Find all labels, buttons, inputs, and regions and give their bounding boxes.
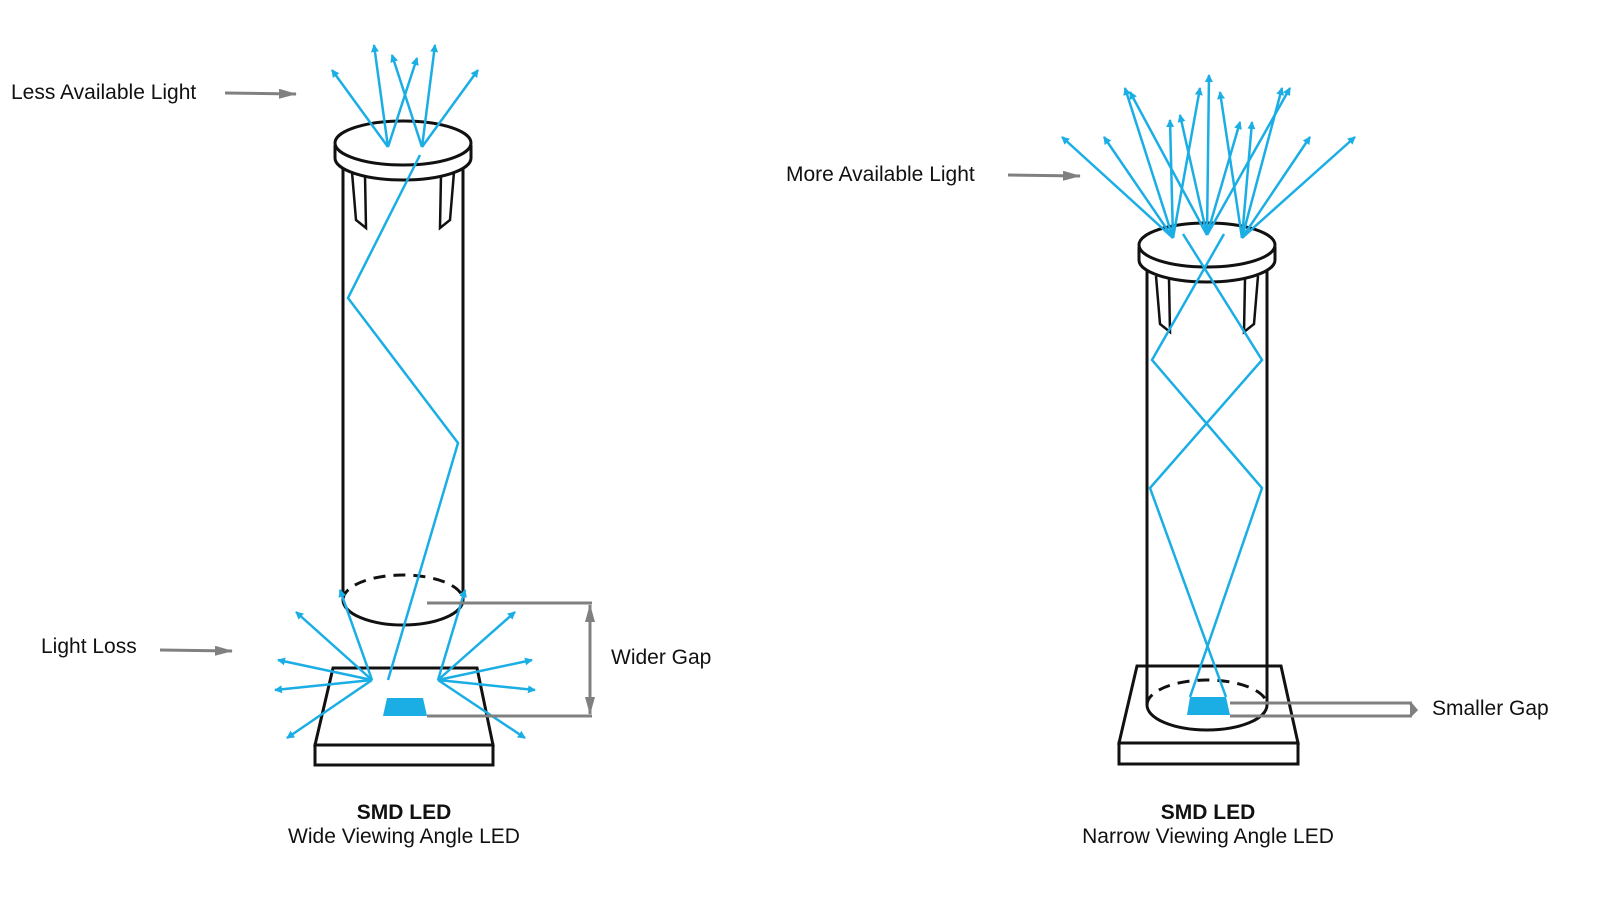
wide-angle-assembly: [313, 119, 495, 767]
narrow-angle-caption: SMD LED Narrow Viewing Angle LED: [1008, 801, 1408, 849]
light-ray-arrow: [330, 69, 390, 148]
wide-angle-caption: SMD LED Wide Viewing Angle LED: [204, 801, 604, 849]
light-ray-arrow: [437, 678, 526, 740]
lens-cap: [1137, 221, 1277, 335]
light-ray-arrow: [1205, 121, 1242, 236]
light-ray-arrow: [338, 589, 374, 681]
led-base: [1117, 664, 1300, 766]
light-ray-arrow: [1123, 87, 1175, 239]
light-ray-arrow: [437, 657, 533, 682]
internal-light-path: [346, 154, 460, 681]
led-type-title: SMD LED: [1160, 801, 1256, 824]
light-ray-arrow: [1240, 87, 1285, 239]
narrow-angle-light-rays: [1061, 74, 1356, 698]
light-ray-arrow: [286, 678, 373, 740]
annotations: [159, 88, 1419, 718]
wider-gap-dimension: [427, 601, 595, 718]
light-ray-arrow: [420, 44, 439, 148]
light-ray-arrow: [1177, 114, 1209, 236]
light-ray-arrow: [277, 657, 373, 682]
led-chip: [383, 698, 427, 716]
led-chip: [1187, 697, 1230, 715]
light-ray-arrow: [420, 69, 480, 148]
led-type-title: SMD LED: [356, 801, 452, 824]
smaller-gap-label: Smaller Gap: [1432, 697, 1549, 720]
light-ray-arrow: [1102, 136, 1175, 239]
lens-cap: [333, 119, 473, 231]
led-base: [313, 666, 495, 767]
wider-gap-label: Wider Gap: [611, 646, 712, 669]
light-ray-arrow: [1171, 87, 1203, 239]
internal-light-path: [1150, 233, 1264, 698]
more-available-light-label: More Available Light: [786, 163, 975, 186]
light-ray-arrow: [1240, 121, 1256, 239]
light-ray-arrow: [295, 611, 373, 681]
light-ray-arrow: [1128, 91, 1209, 236]
light-ray-arrow: [437, 678, 536, 694]
less-available-light-label: Less Available Light: [11, 81, 197, 104]
light-ray-arrow: [1166, 119, 1175, 239]
led-type-subtitle: Narrow Viewing Angle LED: [1082, 825, 1334, 848]
light-ray-arrow: [1240, 136, 1312, 239]
light-pipe-tube: [341, 165, 465, 627]
light-ray-arrow: [1241, 136, 1356, 239]
less-light-pointer-arrow: [224, 88, 297, 99]
light-ray-arrow: [274, 678, 373, 694]
light-ray-arrow: [436, 589, 467, 681]
light-ray-arrow: [390, 54, 424, 148]
smaller-gap-dimension: [1230, 701, 1419, 718]
led-type-subtitle: Wide Viewing Angle LED: [288, 825, 520, 848]
light-ray-arrow: [1204, 74, 1213, 236]
light-ray-arrow: [1061, 136, 1174, 239]
light-loss-pointer-arrow: [159, 645, 233, 656]
light-ray-arrow: [370, 44, 390, 148]
light-ray-arrow: [437, 611, 516, 681]
light-ray-arrow: [1217, 91, 1244, 239]
wide-angle-light-rays: [274, 44, 536, 740]
light-loss-label: Light Loss: [41, 635, 137, 658]
more-light-pointer-arrow: [1007, 170, 1081, 181]
narrow-angle-assembly: [1117, 221, 1300, 766]
light-ray-arrow: [386, 57, 419, 148]
